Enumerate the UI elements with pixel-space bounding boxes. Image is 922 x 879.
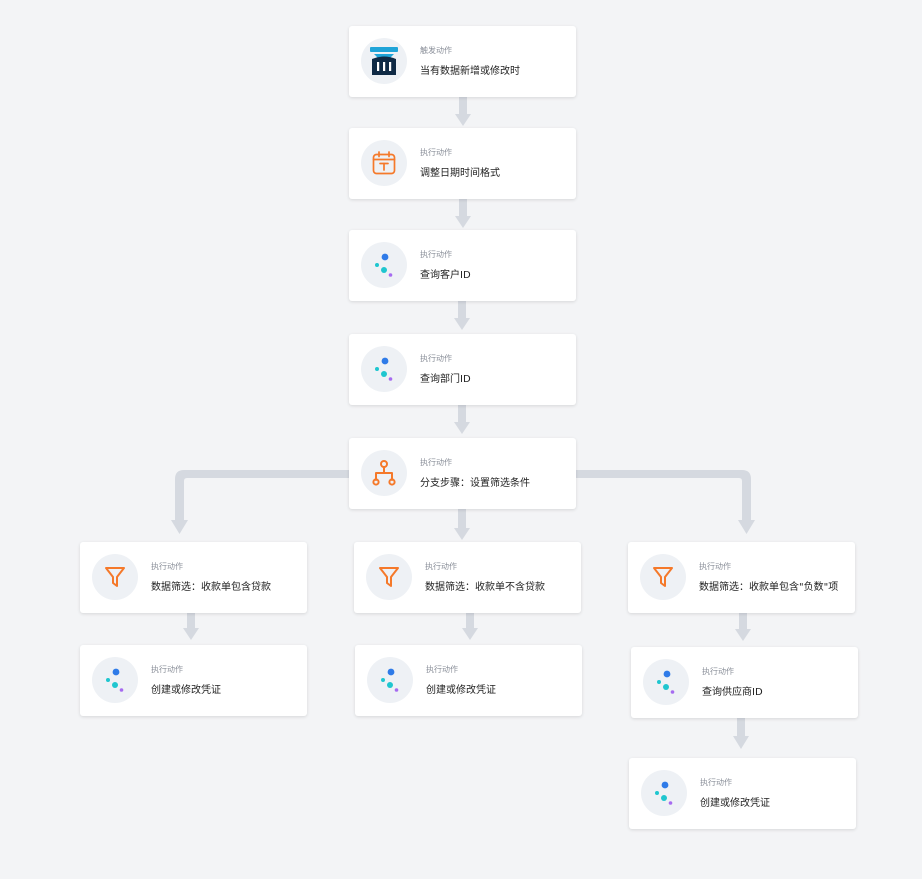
node-type-label: 执行动作 [151, 562, 183, 571]
workflow-node-filter-b[interactable]: 执行动作 数据筛选：收款单不含贷款 [354, 542, 581, 613]
workflow-node-trigger[interactable]: 触发动作 当有数据新增或修改时 [349, 26, 576, 97]
workflow-node-query-dept[interactable]: 执行动作 查询部门ID [349, 334, 576, 405]
workflow-node-filter-c[interactable]: 执行动作 数据筛选：收款单包含"负数"项 [628, 542, 855, 613]
node-title: 数据筛选：收款单包含贷款 [151, 582, 271, 593]
workflow-node-branch[interactable]: 执行动作 分支步骤：设置筛选条件 [349, 438, 576, 509]
workflow-node-query-supplier[interactable]: 执行动作 查询供应商ID [631, 647, 858, 718]
node-type-label: 执行动作 [426, 665, 458, 674]
node-title: 查询客户ID [420, 270, 471, 281]
node-title: 调整日期时间格式 [420, 168, 500, 179]
workflow-node-voucher-b[interactable]: 执行动作 创建或修改凭证 [355, 645, 582, 716]
node-title: 数据筛选：收款单包含"负数"项 [699, 582, 839, 593]
node-title: 创建或修改凭证 [700, 798, 770, 809]
node-title: 创建或修改凭证 [426, 685, 496, 696]
node-title: 数据筛选：收款单不含贷款 [425, 582, 545, 593]
node-type-label: 执行动作 [420, 354, 452, 363]
workflow-node-filter-a[interactable]: 执行动作 数据筛选：收款单包含贷款 [80, 542, 307, 613]
node-title: 当有数据新增或修改时 [420, 66, 520, 77]
filter-icon [366, 554, 412, 600]
query-dots-icon [367, 657, 413, 703]
filter-icon [640, 554, 686, 600]
node-type-label: 执行动作 [699, 562, 731, 571]
node-type-label: 执行动作 [420, 250, 452, 259]
query-dots-icon [361, 242, 407, 288]
node-title: 创建或修改凭证 [151, 685, 221, 696]
node-type-label: 执行动作 [702, 667, 734, 676]
query-dots-icon [361, 346, 407, 392]
calendar-icon [361, 140, 407, 186]
database-trigger-icon [361, 38, 407, 84]
branch-icon [361, 450, 407, 496]
node-type-label: 执行动作 [425, 562, 457, 571]
node-type-label: 触发动作 [420, 46, 452, 55]
workflow-node-query-customer[interactable]: 执行动作 查询客户ID [349, 230, 576, 301]
node-type-label: 执行动作 [151, 665, 183, 674]
node-title: 查询供应商ID [702, 687, 763, 698]
query-dots-icon [92, 657, 138, 703]
node-title: 查询部门ID [420, 374, 471, 385]
node-title: 分支步骤：设置筛选条件 [420, 478, 530, 489]
query-dots-icon [643, 659, 689, 705]
workflow-node-adjust-date[interactable]: 执行动作 调整日期时间格式 [349, 128, 576, 199]
node-type-label: 执行动作 [420, 458, 452, 467]
query-dots-icon [641, 770, 687, 816]
filter-icon [92, 554, 138, 600]
workflow-node-voucher-a[interactable]: 执行动作 创建或修改凭证 [80, 645, 307, 716]
node-type-label: 执行动作 [420, 148, 452, 157]
node-type-label: 执行动作 [700, 778, 732, 787]
workflow-node-voucher-c[interactable]: 执行动作 创建或修改凭证 [629, 758, 856, 829]
